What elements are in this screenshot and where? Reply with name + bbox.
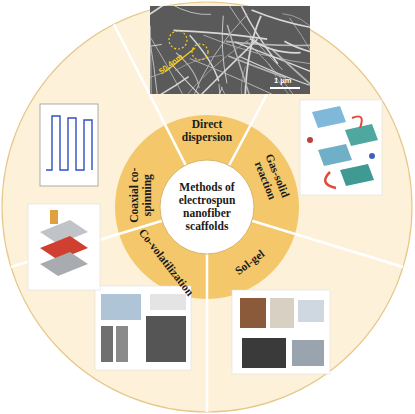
sketch (298, 300, 324, 322)
sheet (345, 124, 378, 146)
highlight-circle (169, 31, 187, 49)
fiber (191, 14, 247, 94)
sem-fibers (150, 6, 310, 94)
scale-label: 1 μm (274, 76, 292, 85)
figure-panel (95, 286, 191, 370)
measurement-label: 50.4nm (157, 52, 184, 76)
method-name: Direct dispersion (174, 118, 240, 144)
fiber (190, 35, 219, 81)
fiber (240, 6, 278, 64)
vial-photo (270, 298, 294, 328)
center-circle: Methods of electrospun nanofiber scaffol… (161, 161, 253, 253)
sample-photo (292, 340, 324, 366)
method-label: Coaxial co-spinning (128, 161, 154, 229)
fiber (170, 6, 211, 15)
schematic (101, 294, 141, 320)
device-layer (40, 252, 88, 276)
fiber (174, 30, 268, 39)
sheet (318, 144, 352, 166)
method-name: Coaxial co-spinning (128, 161, 154, 229)
fiber (221, 86, 231, 94)
sample-photo (242, 338, 286, 368)
particle (369, 153, 375, 159)
cycle-curve (46, 116, 92, 170)
sheet (340, 164, 374, 186)
method-label: Gas-solid reaction (247, 145, 295, 212)
schematic-panel (300, 100, 382, 195)
photo-panel (232, 290, 330, 374)
fiber (150, 73, 163, 92)
device-panel (28, 204, 100, 290)
fiber (222, 16, 227, 84)
outer-ring (2, 2, 412, 412)
method-name: Gas-solid reaction (247, 145, 295, 212)
sem-image (150, 6, 310, 94)
sheet (312, 106, 346, 128)
tem-strip (101, 326, 113, 362)
fiber (284, 41, 310, 57)
method-label: Direct dispersion (174, 118, 240, 144)
highlight-circle (192, 44, 208, 60)
method-name: Co-volatilization (135, 225, 197, 299)
center-disc (160, 160, 254, 254)
electrode (50, 210, 58, 224)
method-label: Sol-gel (222, 239, 278, 286)
fiber (219, 84, 231, 94)
fiber (240, 57, 310, 86)
scale-bar (270, 87, 300, 89)
method-name: Sol-gel (222, 239, 278, 286)
tem-strip (116, 326, 128, 362)
center-title: Methods of electrospun nanofiber scaffol… (170, 181, 244, 234)
plot-panel (40, 104, 98, 186)
method-label: Co-volatilization (135, 225, 197, 299)
fiber (241, 66, 247, 94)
fiber (252, 10, 310, 28)
arrow-curve (325, 172, 336, 188)
sector-divider (206, 254, 209, 412)
fiber (150, 35, 208, 94)
particle (307, 137, 313, 143)
arrow-curve (352, 116, 362, 128)
vial-photo (240, 298, 266, 328)
fiber (250, 38, 301, 52)
fiber (150, 26, 152, 94)
sem-photo (146, 316, 186, 362)
caption-strip (150, 294, 186, 310)
fiber (150, 6, 170, 62)
sector-divider (252, 221, 403, 267)
